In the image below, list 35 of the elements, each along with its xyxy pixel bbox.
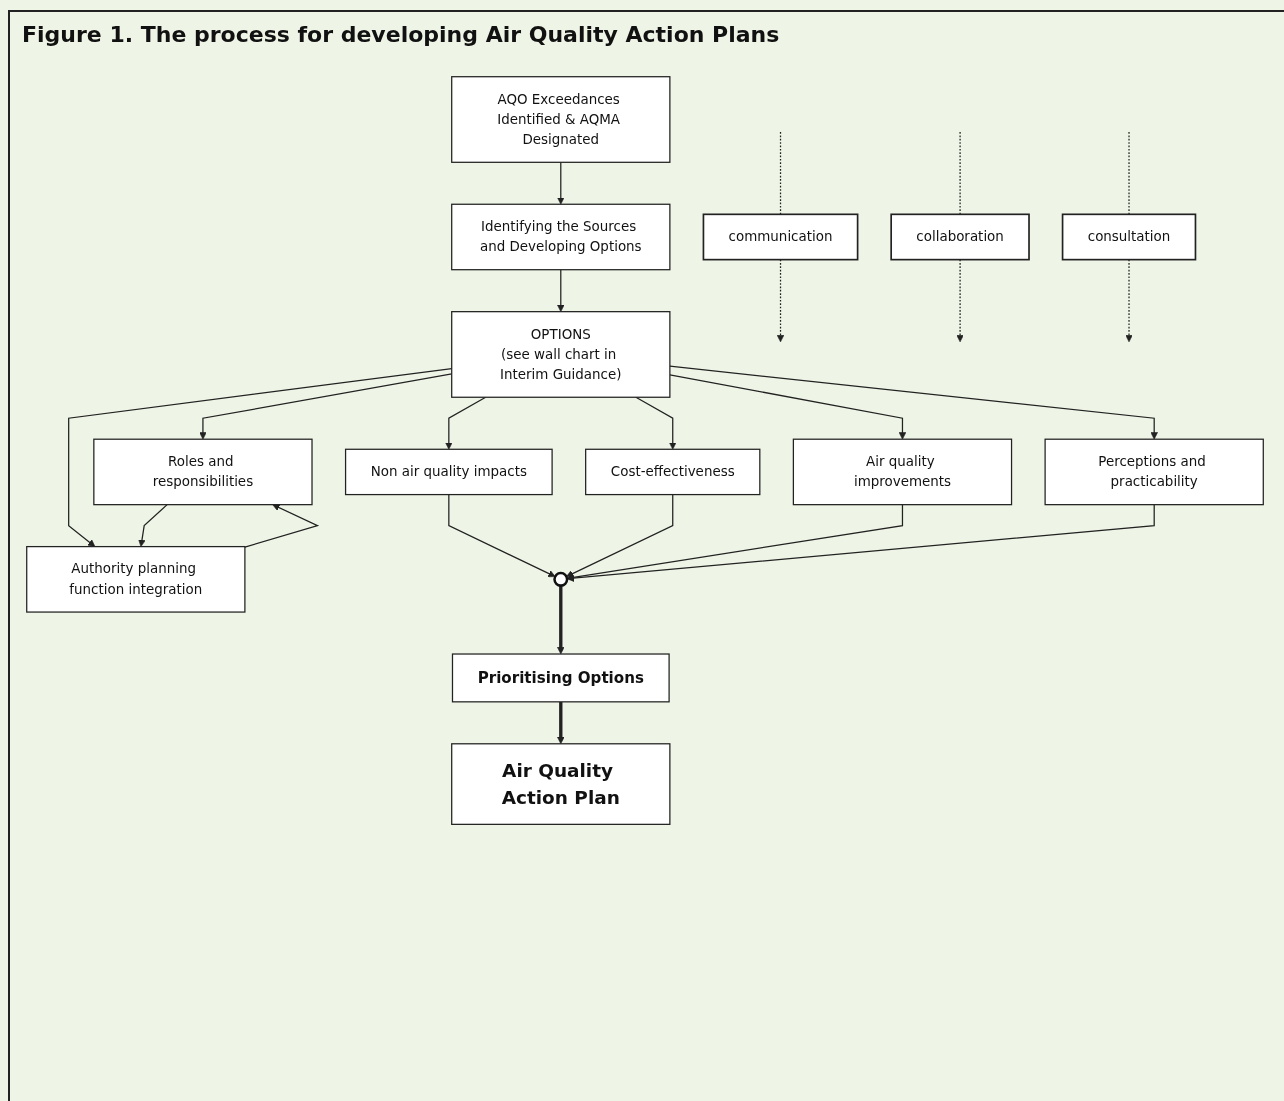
- arrow: [566, 504, 1155, 582]
- node-box: Cost-effectiveness: [585, 448, 761, 496]
- figure-title: Figure 1. The process for developing Air Quality Action Plans: [22, 22, 780, 47]
- node-box: AQO Exceedances Identified & AQMA Designated: [451, 76, 671, 163]
- node-box: Perceptions and practicability: [1044, 438, 1264, 506]
- arrow: [956, 259, 964, 343]
- arrow: [635, 396, 677, 450]
- arrow: [557, 585, 565, 655]
- arrow: [557, 269, 565, 312]
- node-box: consultation: [1061, 213, 1197, 261]
- node-box: Prioritising Options: [451, 653, 670, 703]
- connector: [779, 131, 782, 215]
- node-box: collaboration: [890, 213, 1030, 261]
- node-box: Air quality improvements: [792, 438, 1013, 506]
- arrow: [1125, 259, 1133, 343]
- arrow: [669, 374, 907, 440]
- node-box: Authority planning function integration: [26, 546, 246, 613]
- connector: [959, 131, 961, 215]
- node-box: Non air quality impacts: [344, 448, 553, 496]
- arrow: [557, 701, 565, 745]
- node-circle: [553, 571, 569, 587]
- arrow: [669, 365, 1158, 440]
- arrow: [244, 504, 320, 548]
- arrow: [445, 396, 487, 450]
- arrow: [566, 493, 674, 578]
- arrow: [776, 259, 785, 343]
- arrow: [448, 493, 556, 578]
- arrow: [138, 504, 168, 547]
- node-box: communication: [702, 213, 859, 261]
- arrow: [557, 161, 565, 205]
- connector: [1128, 131, 1130, 215]
- node-box: Identifying the Sources and Developing Options: [451, 203, 671, 271]
- node-box: Roles and responsibilities: [93, 438, 313, 506]
- node-box: Air Quality Action Plan: [451, 743, 671, 825]
- node-box: OPTIONS (see wall chart in Interim Guidance): [451, 311, 671, 398]
